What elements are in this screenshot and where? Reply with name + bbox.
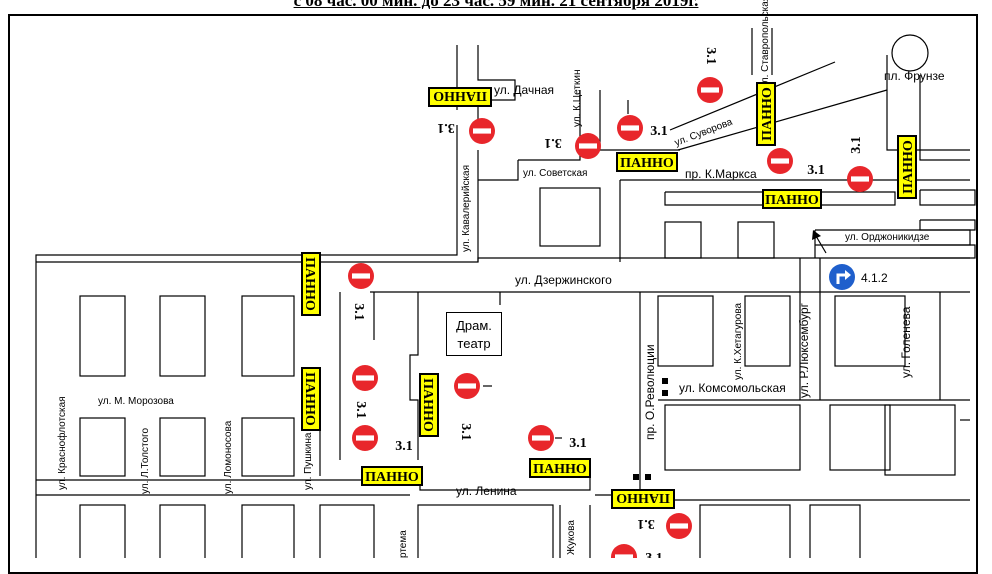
street-label-lenina: ул. Ленина xyxy=(456,484,517,498)
street-label-komsomolskaya: ул. Комсомольская xyxy=(679,381,786,395)
no-entry-sign-icon xyxy=(454,373,480,399)
svg-text:ПАННО: ПАННО xyxy=(765,193,819,208)
sign-code-label: 3.1 xyxy=(544,135,562,150)
street-label-suvorova: ул. Суворова xyxy=(673,116,734,148)
street-label-goleneva: ул. Голенева xyxy=(899,306,913,378)
no-entry-sign-icon xyxy=(617,115,643,141)
street-label-dachnaya: ул. Дачная xyxy=(494,83,554,97)
no-entry-sign-icon xyxy=(352,425,378,451)
street-label-frunze: пл. Фрунзе xyxy=(884,69,945,83)
sign-code-label: 3.1 xyxy=(351,303,366,321)
street-label-stavropolskaya: ул. Ставропольская xyxy=(760,0,771,88)
panel-sign: ПАННО xyxy=(428,87,492,107)
no-entry-sign-icon xyxy=(847,166,873,192)
svg-text:ПАННО: ПАННО xyxy=(302,257,317,311)
panel-sign: ПАННО xyxy=(756,82,776,146)
svg-text:ПАННО: ПАННО xyxy=(420,378,435,432)
panel-sign: ПАННО xyxy=(616,152,678,172)
street-label-zhukova: Жукова xyxy=(566,520,577,555)
no-entry-sign-icon xyxy=(767,148,793,174)
sign-code-label: 3.1 xyxy=(650,124,668,139)
street-label-luxemburg: ул. Р.Люксембург xyxy=(797,302,811,398)
street-label-tolstogo: ул. Л.Толстого xyxy=(140,428,151,494)
turn-right-sign-icon xyxy=(829,264,855,290)
no-entry-sign-icon xyxy=(666,513,692,539)
sign-code-label: 3.1 xyxy=(849,136,864,154)
street-label-tsetkin: ул. К.Цеткин xyxy=(572,70,583,127)
street-label-ordzhonikidze: ул. Орджоникидзе xyxy=(845,232,930,243)
panel-sign: ПАННО xyxy=(419,373,439,437)
sign-code-label: 3.1 xyxy=(395,439,413,454)
sign-code-label: 3.1 xyxy=(807,163,825,178)
drama-theatre-label: Драм. театр xyxy=(446,312,502,356)
street-label-pushkina: ул. Пушкина xyxy=(303,432,314,490)
no-entry-sign-icon xyxy=(611,544,637,558)
sign-code-label: 3.1 xyxy=(703,47,718,65)
street-label-dzerzhinskogo: ул. Дзержинского xyxy=(515,273,612,287)
street-labels: ул. Дачная ул. К.Цеткин ул. Ставропольск… xyxy=(56,0,945,558)
svg-text:ПАННО: ПАННО xyxy=(760,87,775,141)
svg-text:ПАННО: ПАННО xyxy=(365,470,419,485)
sign-code-label: 3.1 xyxy=(437,120,455,135)
no-entry-sign-icon xyxy=(528,425,554,451)
panel-signs: ПАННО ПАННО ПАННО ПАННО ПАННО ПАННО ПАНН… xyxy=(301,82,917,509)
panel-sign: ПАННО xyxy=(762,189,822,209)
panel-sign: ПАННО xyxy=(301,252,321,316)
sign-code-label: 3.1 xyxy=(458,423,473,441)
panel-sign: ПАННО xyxy=(301,367,321,431)
panel-sign: ПАННО xyxy=(361,466,423,486)
traffic-scheme-map: ул. Дачная ул. К.Цеткин ул. Ставропольск… xyxy=(35,0,976,558)
sign-code-label: 3.1 xyxy=(569,436,587,451)
panel-sign: ПАННО xyxy=(611,489,675,509)
street-label-morozova: ул. М. Морозова xyxy=(98,396,174,407)
no-entry-sign-icon xyxy=(697,77,723,103)
sign-code-label: 3.1 xyxy=(645,551,663,558)
street-label-kavaleriyskaya: ул. Кавалерийская xyxy=(461,165,472,252)
no-entry-sign-icon xyxy=(348,263,374,289)
street-label-marksa: пр. К.Маркса xyxy=(685,167,757,181)
street-label-khetagurova: ул. К.Хетагурова xyxy=(733,302,744,380)
page-title: с 08 час. 00 мин. до 23 час. 59 мин. 21 … xyxy=(293,0,699,10)
no-entry-sign-icon xyxy=(352,365,378,391)
no-entry-sign-icon xyxy=(469,118,495,144)
panel-sign: ПАННО xyxy=(897,135,917,199)
turn-sign-code-label: 4.1.2 xyxy=(861,271,888,285)
svg-text:ПАННО: ПАННО xyxy=(616,490,670,505)
street-label-sovetskaya: ул. Советская xyxy=(523,168,587,179)
svg-text:ПАННО: ПАННО xyxy=(620,156,674,171)
street-label-artema: ртема xyxy=(398,530,409,558)
svg-text:ПАННО: ПАННО xyxy=(901,140,916,194)
sign-code-label: 3.1 xyxy=(353,401,368,419)
marker-squares xyxy=(633,378,668,480)
street-label-revolyutsii: пр. О.Революции xyxy=(643,344,657,440)
street-label-krasnoflotskaya: ул. Краснофлотская xyxy=(56,396,68,490)
street-network xyxy=(35,28,976,558)
no-entry-sign-icon xyxy=(575,133,601,159)
ordzhonikidze-arrow xyxy=(812,230,827,254)
svg-text:ПАННО: ПАННО xyxy=(433,88,487,103)
panel-sign: ПАННО xyxy=(529,458,591,478)
no-entry-signs: 3.1 3.1 3.1 3.1 3.1 3.1 3.1 3.1 3.1 3.1 … xyxy=(348,47,873,558)
svg-text:ПАННО: ПАННО xyxy=(533,462,587,477)
sign-code-label: 3.1 xyxy=(637,516,655,531)
sign-posts xyxy=(483,100,629,439)
svg-text:ПАННО: ПАННО xyxy=(302,372,317,426)
street-label-lomonosova: ул. Ломоносова xyxy=(223,420,234,494)
